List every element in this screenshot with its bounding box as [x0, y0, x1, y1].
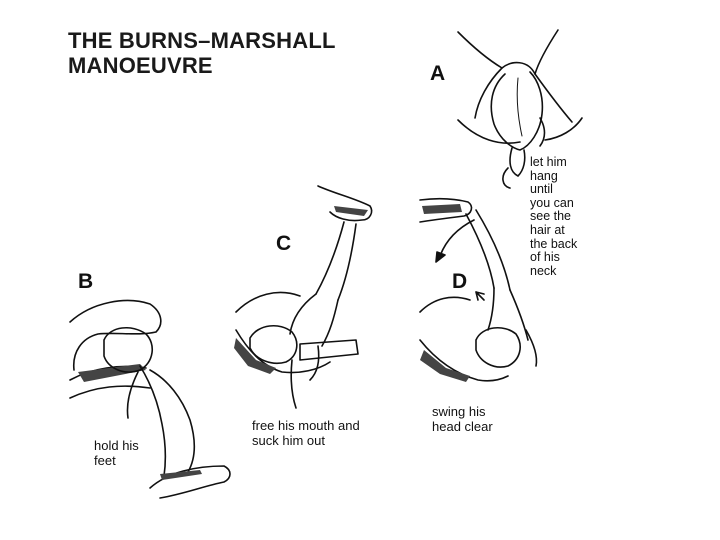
panel-c-baby-head	[249, 325, 298, 364]
panel-d-baby-arm	[525, 329, 538, 367]
panel-b-mother-shade	[78, 364, 146, 382]
panel-a-perineum	[501, 61, 536, 75]
panel-label-c: C	[276, 232, 292, 255]
caption-b-line: feet	[94, 453, 116, 468]
panel-b-baby-head	[103, 327, 153, 373]
caption-c: free his mouth and suck him out	[252, 418, 360, 448]
caption-a-line: hang	[530, 168, 558, 183]
panel-a-mother-thigh-left	[457, 31, 503, 119]
panel-c-baby-body	[289, 293, 339, 347]
caption-a-line: the back	[530, 236, 578, 251]
caption-a-line: let him	[530, 155, 567, 169]
panel-a-baby-leg	[502, 147, 526, 189]
diagram-title: THE BURNS–MARSHALL MANOEUVRE	[68, 28, 336, 78]
caption-a-line: you can	[530, 195, 574, 210]
caption-a: let him hang until you can see the hair …	[530, 155, 578, 278]
caption-b: hold his feet	[94, 438, 139, 468]
title-line-1: THE BURNS–MARSHALL	[68, 28, 336, 53]
caption-d-line: swing his	[432, 404, 486, 419]
panel-b-hand	[149, 465, 231, 499]
panel-c-suction-tube	[290, 339, 359, 409]
panel-c-baby-arm	[309, 345, 320, 381]
title-line-2: MANOEUVRE	[68, 53, 213, 78]
panel-b-baby-arm	[126, 371, 139, 419]
panel-a-mother-thigh-right	[534, 29, 573, 123]
panel-a-baby-body	[490, 71, 544, 151]
panel-d-hand-shade	[422, 204, 462, 214]
panel-label-d: D	[452, 270, 468, 293]
panel-c-mother-shade	[234, 338, 276, 374]
caption-c-line: free his mouth and	[252, 418, 360, 433]
panel-c-hand	[317, 185, 373, 222]
panel-d-mother-shade	[420, 350, 470, 382]
panel-d-small-arrow	[475, 291, 485, 301]
panel-a-illustration	[457, 29, 583, 189]
caption-c-line: suck him out	[252, 433, 325, 448]
caption-d: swing his head clear	[432, 404, 493, 434]
panel-d-illustration	[419, 197, 538, 382]
panel-label-b: B	[78, 270, 94, 293]
panel-a-baby-spine	[516, 77, 523, 137]
panel-b-hand-fingers	[160, 470, 202, 480]
panel-a-baby-arm	[539, 117, 546, 147]
caption-a-line: until	[530, 182, 553, 197]
panel-d-baby-head	[475, 327, 521, 368]
panel-d-hand	[419, 197, 473, 223]
panel-label-a: A	[430, 62, 446, 85]
caption-a-line: hair at	[530, 222, 565, 237]
panel-b-baby-body	[139, 365, 196, 477]
caption-d-line: head clear	[432, 419, 493, 434]
caption-a-line: of his	[530, 250, 560, 265]
panel-a-buttock-curve	[457, 117, 583, 144]
panel-b-illustration	[69, 299, 231, 499]
panel-d-swing-arrow	[439, 219, 475, 257]
panel-c-baby-legs	[315, 221, 357, 301]
panel-b-mother-perineum	[69, 299, 162, 371]
panel-d-swing-arrowhead	[435, 251, 446, 263]
caption-a-line: neck	[530, 263, 557, 278]
panel-c-illustration	[234, 185, 373, 409]
panel-d-baby-legs	[465, 209, 511, 291]
caption-a-line: see the	[530, 209, 572, 224]
panel-d-mother	[419, 296, 509, 382]
panel-c-hand-shade	[334, 206, 368, 216]
caption-b-line: hold his	[94, 438, 139, 453]
panel-d-baby-body	[487, 287, 529, 341]
